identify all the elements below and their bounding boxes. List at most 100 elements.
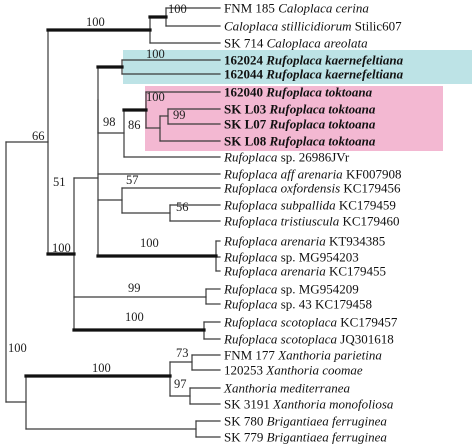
- tip-accession: KC179455: [326, 264, 386, 279]
- support-value-xanthoria: 100: [92, 361, 111, 375]
- tip-species: Caloplaca areolata: [267, 36, 368, 51]
- tip-species: Rufoplaca scotoplaca: [223, 315, 338, 330]
- tip-species: Rufoplaca aff arenaria: [223, 167, 343, 182]
- tip-label: Rufoplaca sp. 26986JVr: [223, 150, 350, 165]
- tip-label: Rufoplaca subpallida KC179459: [223, 198, 396, 213]
- tip-accession: Stilic607: [351, 19, 402, 34]
- tip-label: SK L03 Rufoplaca toktoana: [224, 102, 376, 117]
- tip-species: Rufoplaca toktoana: [269, 102, 376, 117]
- tip-accession: KF007908: [343, 167, 402, 182]
- tip-label: SK 779 Brigantiaea ferruginea: [224, 430, 387, 445]
- tip-species: Rufoplaca arenaria: [223, 234, 326, 249]
- tree-branches: [5, 7, 221, 438]
- tip-species: Brigantiaea ferruginea: [267, 430, 388, 445]
- support-value-ingroup: 66: [32, 129, 45, 143]
- tip-label: FNM 177 Xanthoria parietina: [224, 348, 382, 363]
- tip-label: 162024 Rufoplaca kaernefeltiana: [224, 53, 404, 68]
- tip-label: SK 714 Caloplaca areolata: [224, 36, 368, 51]
- tip-id: FNM 177: [224, 348, 278, 363]
- tip-label: Rufoplaca arenaria KT934385: [223, 234, 385, 249]
- tip-label: Rufoplaca oxfordensis KC179456: [223, 181, 401, 196]
- support-value-clade57: 57: [126, 173, 139, 187]
- support-value-toktoana: 100: [146, 90, 165, 104]
- tip-species: Rufoplaca: [223, 150, 278, 165]
- tip-species: Rufoplaca scotoplaca: [223, 332, 338, 347]
- tip-accession: sp. 26986JVr: [277, 150, 349, 165]
- tip-species: Xanthoria coomae: [265, 363, 363, 378]
- tip-label: 162044 Rufoplaca kaernefeltiana: [224, 67, 404, 82]
- support-value-xanthoria-a: 73: [176, 346, 189, 360]
- support-value-caloplaca-top: 100: [168, 2, 187, 16]
- tip-id: SK 780: [224, 414, 267, 429]
- tip-id: 120253: [224, 363, 266, 378]
- support-value-kaernefeltiana: 100: [146, 47, 165, 61]
- tip-species: Rufoplaca: [223, 282, 278, 297]
- tip-label: 120253 Xanthoria coomae: [224, 363, 363, 378]
- tip-accession: KC179456: [340, 181, 401, 196]
- tip-label: Rufoplaca scotoplaca KC179457: [223, 315, 398, 330]
- tip-id: 162024: [224, 53, 266, 68]
- tip-species: Xanthoria parietina: [277, 348, 382, 363]
- tip-species: Xanthoria mediterranea: [223, 381, 351, 396]
- tip-accession: sp. MG954203: [277, 250, 358, 265]
- tip-id: SK L07: [224, 117, 270, 132]
- tip-label: Caloplaca stillicidiorum Stilic607: [224, 19, 402, 34]
- tip-species: Rufoplaca toktoana: [265, 85, 372, 100]
- tip-label: SK L08 Rufoplaca toktoana: [224, 134, 376, 149]
- tip-label: SK L07 Rufoplaca toktoana: [224, 117, 376, 132]
- tip-species: Caloplaca stillicidiorum: [224, 19, 351, 34]
- highlight-box-toktoana: [145, 86, 443, 151]
- support-value-clade86: 86: [128, 118, 141, 132]
- tip-id: SK L03: [224, 102, 270, 117]
- tip-label: 162040 Rufoplaca toktoana: [224, 85, 373, 100]
- support-value-root: 100: [8, 341, 27, 355]
- tip-species: Rufoplaca kaernefeltiana: [265, 53, 403, 68]
- tip-accession: KC179457: [337, 315, 398, 330]
- tip-label: Rufoplaca arenaria KC179455: [223, 264, 386, 279]
- support-value-clade56: 56: [176, 200, 189, 214]
- tip-label: FNM 185 Caloplaca cerina: [224, 1, 369, 16]
- tip-id: FNM 185: [224, 1, 278, 16]
- support-value-clade51: 51: [53, 175, 66, 189]
- tip-id: SK 3191: [224, 397, 273, 412]
- tip-accession: JQ301618: [337, 332, 394, 347]
- tip-species: Rufoplaca tristiuscula: [223, 214, 340, 229]
- tip-id: SK 714: [224, 36, 267, 51]
- tip-label: SK 780 Brigantiaea ferruginea: [224, 414, 387, 429]
- support-value-caloplaca-stem: 100: [86, 15, 105, 29]
- tip-label: Rufoplaca scotoplaca JQ301618: [223, 332, 394, 347]
- tip-label: Rufoplaca aff arenaria KF007908: [223, 167, 402, 182]
- tip-species: Rufoplaca toktoana: [269, 134, 376, 149]
- support-value-rufoplaca: 100: [52, 241, 71, 255]
- tip-label: Rufoplaca tristiuscula KC179460: [223, 214, 400, 229]
- tip-species: Rufoplaca arenaria: [223, 264, 326, 279]
- tip-accession: KC179459: [336, 198, 396, 213]
- tip-species: Rufoplaca toktoana: [269, 117, 376, 132]
- support-value-clade99-sp: 99: [128, 281, 141, 295]
- tip-species: Xanthoria monofoliosa: [272, 397, 394, 412]
- support-value-scotoplaca: 100: [125, 310, 144, 324]
- tip-accession: KT934385: [326, 234, 386, 249]
- tip-species: Caloplaca cerina: [278, 1, 369, 16]
- support-value-clade98: 98: [103, 115, 116, 129]
- tip-id: 162040: [224, 85, 266, 100]
- tip-label: Xanthoria mediterranea: [223, 381, 351, 396]
- tip-species: Rufoplaca kaernefeltiana: [265, 67, 403, 82]
- tip-label: Rufoplaca sp. 43 KC179458: [223, 297, 372, 312]
- tip-accession: KC179460: [339, 214, 399, 229]
- tip-species: Brigantiaea ferruginea: [267, 414, 388, 429]
- tip-species: Rufoplaca: [223, 297, 278, 312]
- tip-label: Rufoplaca sp. MG954209: [223, 282, 359, 297]
- tip-id: SK L08: [224, 134, 270, 149]
- tip-species: Rufoplaca oxfordensis: [223, 181, 340, 196]
- tip-accession: sp. MG954209: [277, 282, 358, 297]
- tip-id: 162044: [224, 67, 266, 82]
- tip-label: SK 3191 Xanthoria monofoliosa: [224, 397, 394, 412]
- tip-species: Rufoplaca: [223, 250, 278, 265]
- support-value-arenaria-clade: 100: [140, 236, 159, 250]
- support-value-toktoana-sub: 99: [173, 108, 186, 122]
- tip-species: Rufoplaca subpallida: [223, 198, 336, 213]
